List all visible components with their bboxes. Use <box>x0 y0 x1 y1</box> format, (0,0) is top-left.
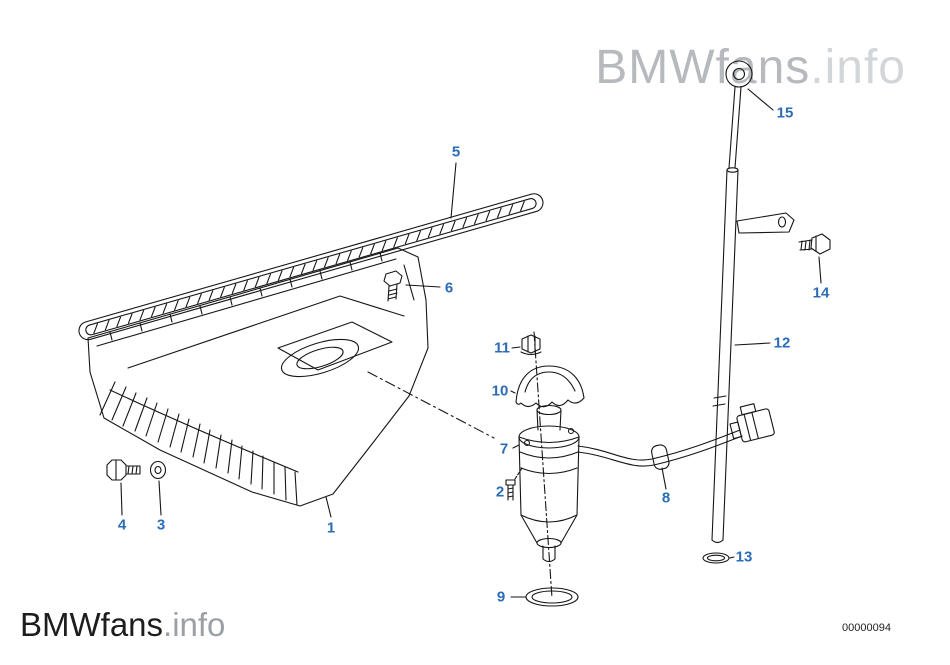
callout-11[interactable]: 11 <box>494 339 510 357</box>
pan-to-sensor-axis <box>367 371 495 439</box>
rim-ticks <box>109 252 383 341</box>
callout-8[interactable]: 8 <box>661 489 671 507</box>
callout-3[interactable]: 3 <box>156 516 166 534</box>
bracket-part-14 <box>736 212 831 255</box>
callout-10[interactable]: 10 <box>491 382 509 400</box>
dipstick-part-15 <box>725 60 753 169</box>
callout-13[interactable]: 13 <box>735 548 753 566</box>
washer-part-3 <box>149 460 167 480</box>
gasket-hatch <box>93 200 525 334</box>
callout-14[interactable]: 14 <box>812 284 830 302</box>
connector-plug <box>729 403 775 443</box>
sensor-center-axis <box>533 331 553 599</box>
callout-12[interactable]: 12 <box>773 334 791 352</box>
grommet-part-8 <box>651 444 670 470</box>
bolt-part-6 <box>383 270 403 302</box>
callout-4[interactable]: 4 <box>117 516 127 534</box>
seal-part-2 <box>505 467 523 501</box>
pan-opening <box>280 338 360 378</box>
diagram-code: 00000094 <box>842 622 891 634</box>
o-ring-part-9 <box>525 587 579 607</box>
callout-1[interactable]: 1 <box>326 519 336 537</box>
guide-tube-part-12 <box>711 167 739 544</box>
oil-pan-part <box>87 247 429 507</box>
pan-ribs <box>99 381 298 506</box>
gasket-part <box>78 193 544 341</box>
watermark-suffix: .info <box>163 606 226 643</box>
sensor-cable <box>577 429 743 467</box>
oil-level-sensor-part-7 <box>518 404 580 563</box>
watermark-brand: BMWfans <box>595 41 811 94</box>
watermark-brand: BMWfans <box>20 606 164 643</box>
bolt-part-4 <box>106 459 141 481</box>
o-ring-part-13 <box>702 552 730 564</box>
watermark-bottom-left: BMWfans.info <box>20 606 225 644</box>
watermark-top-right: BMWfans.info <box>595 40 906 95</box>
callout-9[interactable]: 9 <box>496 588 506 606</box>
callout-5[interactable]: 5 <box>451 143 461 161</box>
callout-15[interactable]: 15 <box>776 104 794 122</box>
leader-lines <box>120 88 822 598</box>
callout-6[interactable]: 6 <box>444 279 454 297</box>
callout-2[interactable]: 2 <box>495 483 505 501</box>
callout-7[interactable]: 7 <box>499 440 509 458</box>
watermark-suffix: .info <box>810 41 906 94</box>
nut-part-11 <box>520 334 542 356</box>
cover-part-10 <box>515 365 585 408</box>
